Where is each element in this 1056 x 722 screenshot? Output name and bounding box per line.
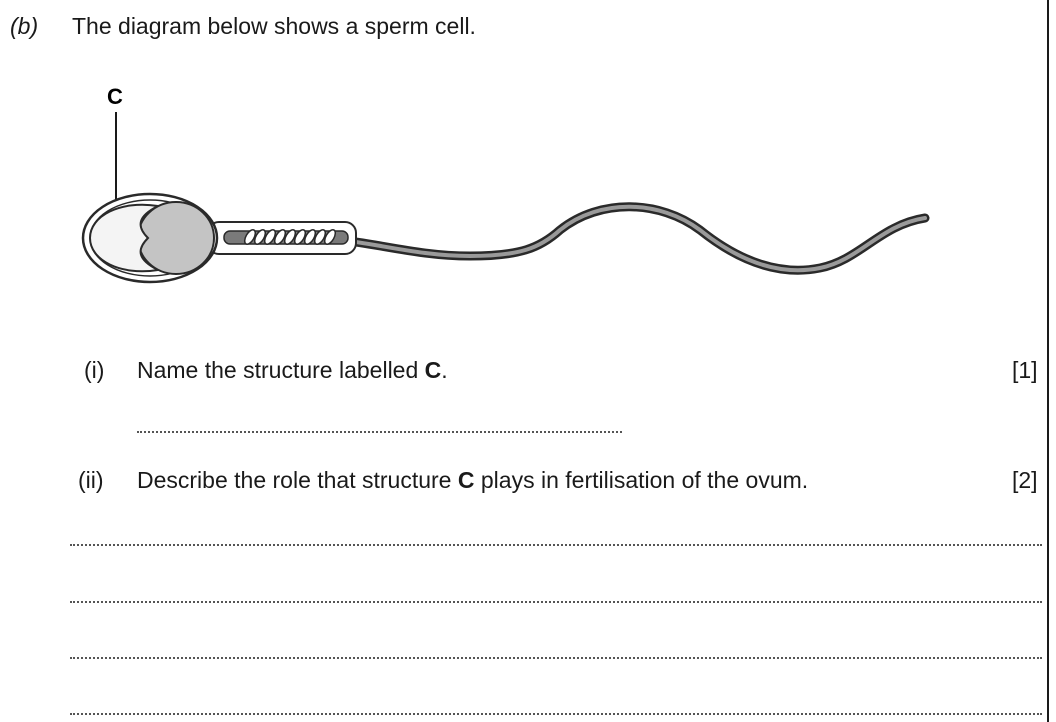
question-ii-text: Describe the role that structure C plays… bbox=[137, 466, 808, 494]
sperm-head bbox=[81, 192, 219, 284]
sperm-midpiece bbox=[207, 221, 357, 255]
question-intro: The diagram below shows a sperm cell. bbox=[72, 13, 476, 39]
question-i-text: Name the structure labelled C. bbox=[137, 356, 448, 384]
label-c: C bbox=[107, 84, 123, 109]
question-i-number: (i) bbox=[84, 357, 105, 383]
question-ii-text-before: Describe the role that structure bbox=[137, 467, 458, 493]
answer-line-ii-4[interactable] bbox=[70, 713, 1042, 715]
question-ii-number: (ii) bbox=[78, 467, 104, 493]
question-i-text-after: . bbox=[441, 357, 448, 383]
page-right-border bbox=[1047, 0, 1049, 722]
question-i-marks: [1] bbox=[1012, 357, 1038, 383]
question-i-text-before: Name the structure labelled bbox=[137, 357, 425, 383]
sperm-cell-diagram: C bbox=[81, 84, 930, 284]
answer-line-i[interactable] bbox=[137, 431, 622, 433]
answer-line-ii-1[interactable] bbox=[70, 544, 1042, 546]
question-ii-text-after: plays in fertilisation of the ovum. bbox=[474, 467, 809, 493]
answer-line-ii-2[interactable] bbox=[70, 601, 1042, 603]
answer-line-ii-3[interactable] bbox=[70, 657, 1042, 659]
question-ii-bold-ref: C bbox=[457, 467, 475, 493]
question-i-bold-ref: C bbox=[424, 357, 442, 383]
sperm-tail bbox=[335, 202, 930, 275]
part-label: (b) bbox=[10, 13, 39, 39]
question-ii-marks: [2] bbox=[1012, 467, 1038, 493]
acrosome bbox=[88, 203, 162, 273]
